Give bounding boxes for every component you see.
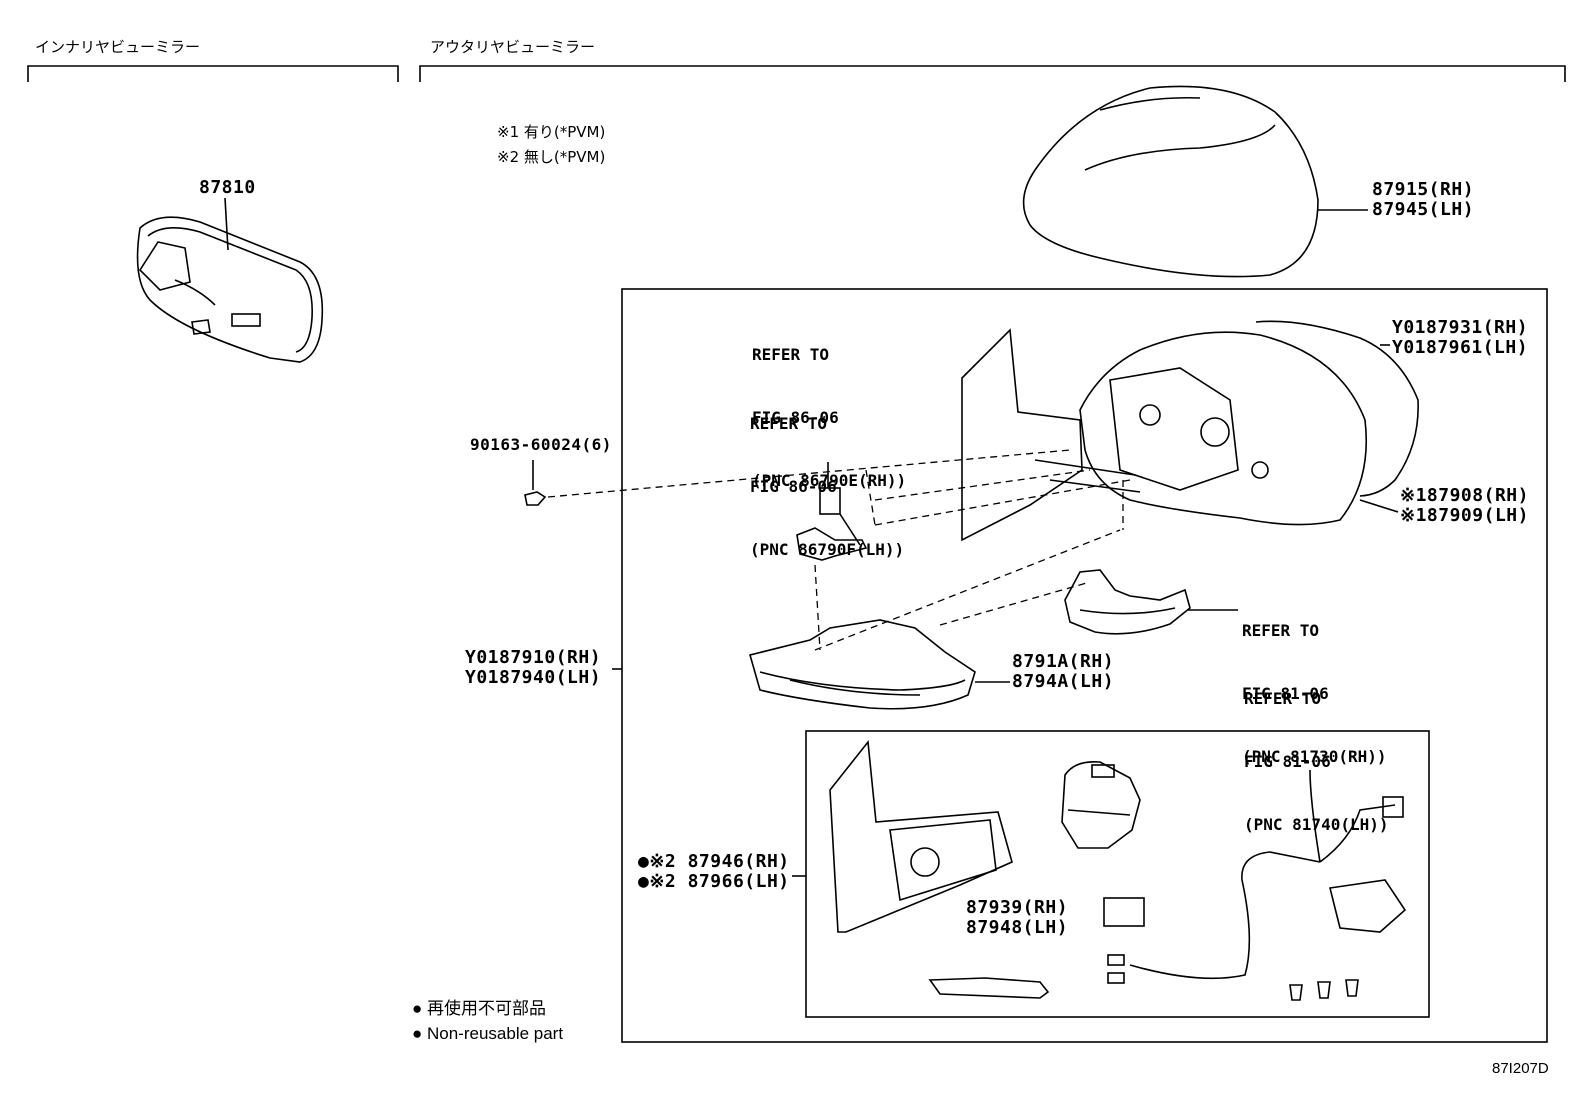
turn-signal-shape: [1064, 569, 1238, 635]
ref2-line2: FIG 86-06: [750, 477, 837, 496]
label-motor-rh: ※187908(RH): [1400, 485, 1529, 506]
label-frame-rh: Y0187931(RH): [1392, 317, 1529, 338]
note-1: ※1 有り(*PVM): [497, 123, 606, 141]
connector-shape: [796, 462, 868, 561]
assembly-box: [621, 288, 1548, 1043]
label-motor-lh: ※187909(LH): [1400, 505, 1529, 526]
label-lower-cover-lh: 8794A(LH): [1012, 671, 1115, 692]
ref3-line1: REFER TO: [1242, 621, 1320, 640]
ref2-line3: (PNC 86790F(LH)): [750, 540, 905, 559]
ref4-line2: FIG 81-06: [1244, 752, 1331, 771]
label-assy-rh: Y0187910(RH): [465, 647, 602, 668]
label-garnish-rh: 87939(RH): [966, 897, 1069, 918]
outer-section-title: アウタリヤビューミラー: [430, 38, 596, 56]
ref4-line3: (PNC 81740(LH)): [1244, 815, 1389, 834]
ref4-line1: REFER TO: [1244, 689, 1322, 708]
mirror-cover-shape: [1022, 85, 1368, 278]
ref2-line1: REFER TO: [750, 414, 828, 433]
label-lower-cover: 8791A(RH) 8794A(LH): [1012, 652, 1114, 692]
inner-section-title: インナリヤビューミラー: [35, 38, 201, 56]
ref1-line3: (PNC 86790E(RH)): [752, 471, 907, 490]
label-glass-lh: ●※2 87966(LH): [638, 871, 790, 892]
refer-note-1: REFER TO FIG 86-06 (PNC 86790E(RH)): [752, 302, 906, 512]
inner-section-bracket: [27, 65, 399, 82]
label-bolt: 90163-60024(6): [470, 435, 612, 454]
label-assy-lh: Y0187940(LH): [465, 667, 602, 688]
figure-code: 87I207D: [1492, 1060, 1549, 1077]
ref3-line2: FIG 81-06: [1242, 684, 1329, 703]
refer-note-3: REFER TO FIG 81-06 (PNC 81730(RH)): [1242, 578, 1387, 788]
subassembly-box: [805, 730, 1430, 1018]
inner-mirror-shape: [136, 197, 324, 363]
ref3-line3: (PNC 81730(RH)): [1242, 747, 1387, 766]
label-mirror-glass: ●※2 87946(RH) ●※2 87966(LH): [638, 852, 790, 892]
clip-shape: [1103, 897, 1145, 927]
garnish-shape: [928, 977, 1050, 999]
note-2: ※2 無し(*PVM): [497, 148, 606, 166]
label-mirror-assy: Y0187910(RH) Y0187940(LH): [465, 648, 601, 688]
label-motor-assy: ※187908(RH) ※187909(LH): [1400, 486, 1529, 526]
label-inner-mirror: 87810: [199, 177, 256, 198]
refer-note-2: REFER TO FIG 86-06 (PNC 86790F(LH)): [750, 371, 904, 581]
mirror-housing-shape: [961, 320, 1419, 542]
label-garnish-lh: 87948(LH): [966, 917, 1069, 938]
label-cover-rh: 87915(RH): [1372, 179, 1475, 200]
label-frame: Y0187931(RH) Y0187961(LH): [1392, 318, 1528, 358]
motor-shape: [1061, 760, 1141, 849]
bolt-shape: [524, 460, 547, 506]
label-glass-rh: ●※2 87946(RH): [638, 851, 790, 872]
mirror-glass-shape: [829, 739, 1013, 933]
lower-cover-shape: [749, 619, 1010, 710]
harness-shape: [1107, 769, 1407, 984]
label-garnish: 87939(RH) 87948(LH): [966, 898, 1068, 938]
legend: ● 再使用不可部品 ● Non-reusable part: [412, 996, 563, 1046]
legend-en: ● Non-reusable part: [412, 1024, 564, 1043]
notes: ※1 有り(*PVM) ※2 無し(*PVM): [497, 120, 605, 170]
ref1-line2: FIG 86-06: [752, 408, 839, 427]
label-frame-lh: Y0187961(LH): [1392, 337, 1529, 358]
refer-note-4: REFER TO FIG 81-06 (PNC 81740(LH)): [1244, 646, 1389, 856]
legend-jp: ● 再使用不可部品: [412, 999, 546, 1018]
outer-section-bracket: [419, 65, 1566, 82]
screws-shape: [1289, 979, 1359, 1001]
label-mirror-cover: 87915(RH) 87945(LH): [1372, 180, 1474, 220]
ref1-line1: REFER TO: [752, 345, 830, 364]
label-cover-lh: 87945(LH): [1372, 199, 1475, 220]
label-lower-cover-rh: 8791A(RH): [1012, 651, 1115, 672]
